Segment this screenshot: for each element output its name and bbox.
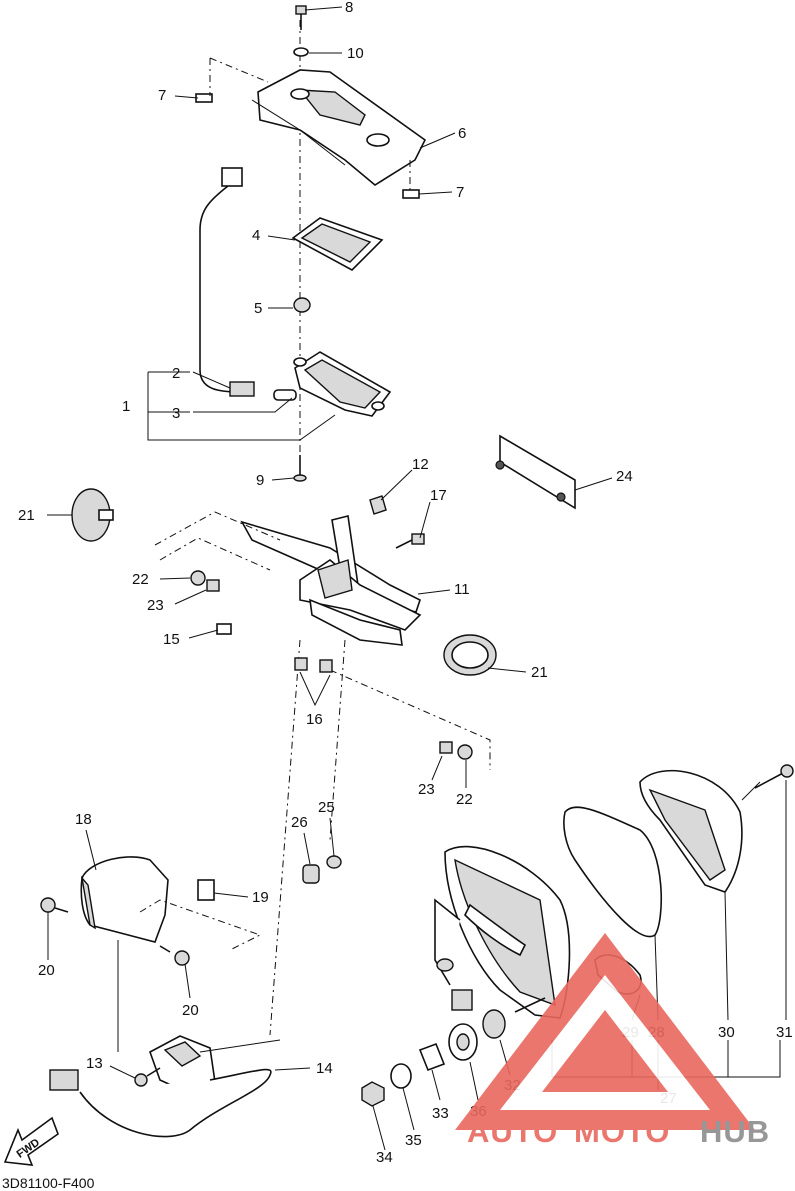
watermark-text-auto: AUTO <box>467 1114 558 1149</box>
callout-1-bracket <box>147 371 336 441</box>
part-24-plate <box>495 434 576 510</box>
meter-harness <box>199 167 297 401</box>
callout-35: 35 <box>405 1132 422 1149</box>
bracket-guides <box>154 511 491 1036</box>
callout-7-right: 7 <box>456 184 464 201</box>
part-34-nut <box>361 1081 385 1107</box>
part-18-license-light-cover <box>80 856 169 943</box>
callout-6: 6 <box>458 125 466 142</box>
part-35-washer <box>390 1063 412 1089</box>
part-1-meter-assembly <box>293 351 392 417</box>
callout-7-top: 7 <box>158 87 166 104</box>
callout-2-leader <box>192 371 231 389</box>
part-31-screw <box>754 764 794 789</box>
watermark-text-hub: HUB <box>700 1114 770 1149</box>
part-25-washer <box>326 855 342 869</box>
part-30-tail-lens <box>639 769 743 893</box>
watermark-logo: AUTO MOTO HUB <box>455 933 770 1149</box>
part-12-grommet <box>369 495 387 515</box>
part-33-collar <box>418 1042 446 1072</box>
part-19-lens <box>197 879 215 901</box>
part-21-reflector-right <box>443 634 497 676</box>
part-tail-light-housing <box>444 845 571 1019</box>
leader-lines <box>47 6 787 1151</box>
callout-1: 1 <box>122 398 130 415</box>
callout-22-left: 22 <box>132 571 149 588</box>
part-23-nut-right <box>439 741 453 754</box>
callout-33: 33 <box>432 1105 449 1122</box>
part-23-nut-left <box>206 579 220 592</box>
callout-14: 14 <box>316 1060 333 1077</box>
part-21-reflector-left <box>71 488 114 542</box>
part-8-bolt <box>295 5 307 30</box>
callout-17: 17 <box>430 487 447 504</box>
callout-20-right: 20 <box>182 1002 199 1019</box>
part-14-license-light-base <box>49 940 281 1138</box>
callout-30: 30 <box>718 1024 735 1041</box>
callout-11: 11 <box>454 581 470 598</box>
callout-24: 24 <box>616 468 633 485</box>
part-9-screw <box>293 455 307 482</box>
part-4-lens-gasket <box>291 217 384 271</box>
part-7-pad-right <box>402 189 420 199</box>
callout-20-left: 20 <box>38 962 55 979</box>
callout-8: 8 <box>345 0 353 16</box>
part-28-gasket <box>563 806 663 938</box>
callout-31: 31 <box>776 1024 793 1041</box>
callout-10: 10 <box>347 45 364 62</box>
callout-3: 3 <box>172 405 180 422</box>
callout-23-right: 23 <box>418 781 435 798</box>
callout-19: 19 <box>252 889 269 906</box>
callout-12: 12 <box>412 456 429 473</box>
pad-guides <box>209 57 411 190</box>
lens-guide <box>139 899 262 951</box>
part-16-bolts <box>294 657 333 707</box>
part-36-washer-hole <box>456 1033 470 1051</box>
part-10-washer <box>293 47 309 57</box>
part-32-grommet <box>482 1009 506 1039</box>
part-13-screw <box>134 1067 161 1087</box>
part-15-clip <box>216 623 232 635</box>
callout-5: 5 <box>254 300 262 317</box>
watermark-text-moto: MOTO <box>574 1114 670 1149</box>
callout-16: 16 <box>306 711 323 728</box>
callout-15: 15 <box>163 631 180 648</box>
part-26-collar <box>302 864 320 884</box>
callout-2: 2 <box>172 365 180 382</box>
part-22-washer-right <box>457 744 473 760</box>
fwd-arrow-icon <box>3 1116 59 1166</box>
part-6-meter-cover <box>251 69 427 186</box>
callout-18: 18 <box>75 811 92 828</box>
callout-23-left: 23 <box>147 597 164 614</box>
callout-9: 9 <box>256 472 264 489</box>
part-22-washer-left <box>190 570 206 586</box>
callout-22-right: 22 <box>456 791 473 808</box>
part-17-bolt <box>395 533 425 549</box>
callout-13: 13 <box>86 1055 103 1072</box>
callout-labels: 8 10 7 6 7 4 5 2 1 3 9 12 24 21 17 22 23… <box>18 0 793 1166</box>
callout-26: 26 <box>291 814 308 831</box>
callout-21-left: 21 <box>18 507 35 524</box>
part-11-bracket <box>240 515 422 646</box>
tail-socket-wire <box>434 898 473 1011</box>
part-5-grommet <box>293 297 311 313</box>
callout-21-right: 21 <box>531 664 548 681</box>
diagram-code: 3D81100-F400 <box>2 1175 95 1191</box>
callout-25: 25 <box>318 799 335 816</box>
callout-34: 34 <box>376 1149 393 1166</box>
housing-stud <box>514 997 546 1013</box>
callout-4: 4 <box>252 227 260 244</box>
